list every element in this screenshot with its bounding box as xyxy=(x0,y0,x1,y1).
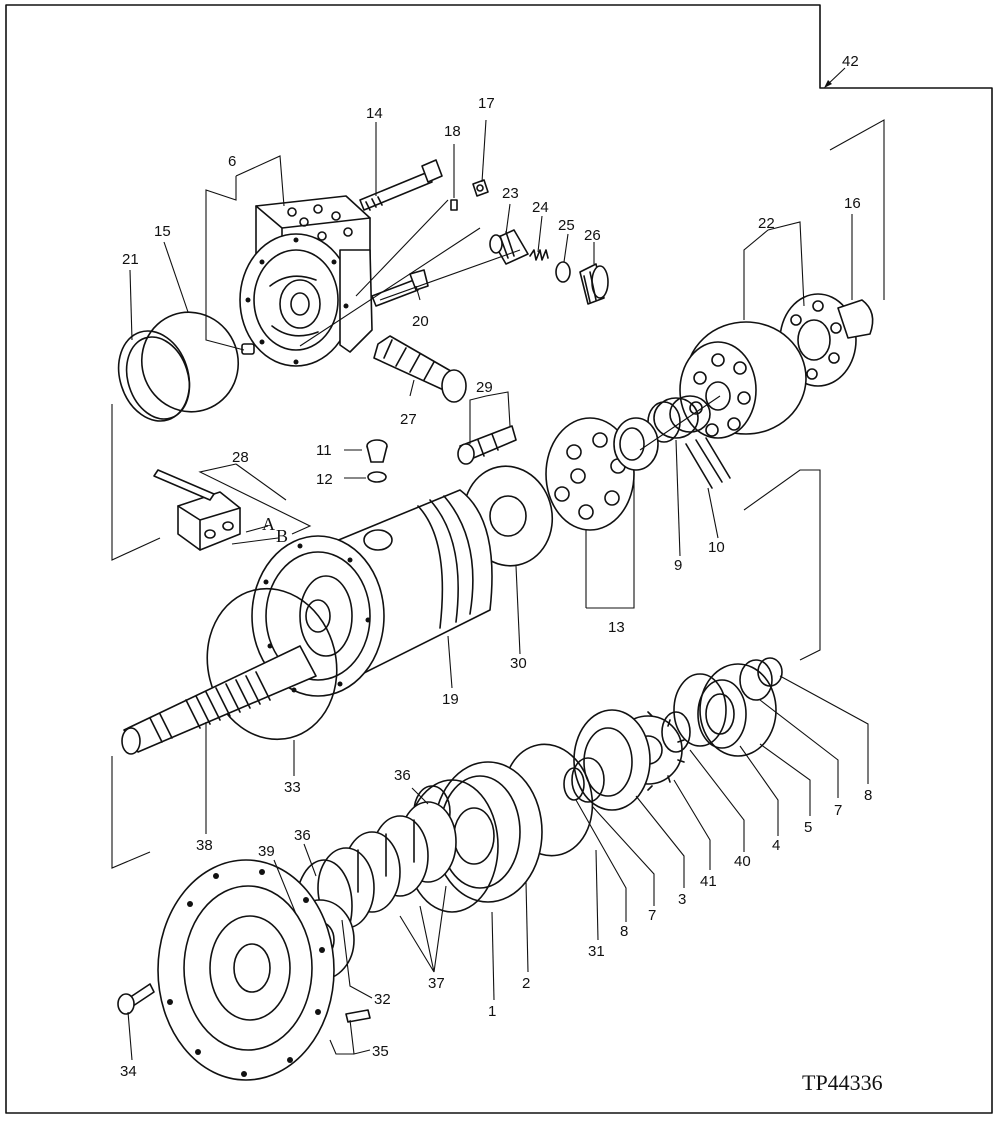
snap-ring-8b xyxy=(563,767,585,801)
spool-27 xyxy=(373,335,467,403)
callout-12: 12 xyxy=(316,471,333,488)
callout-10: 10 xyxy=(708,539,725,556)
callout-labels: 42 14 17 18 6 23 24 16 22 25 26 15 21 20… xyxy=(120,53,872,1080)
callout-32: 32 xyxy=(374,991,391,1008)
ring-40 xyxy=(661,711,691,753)
callout-2: 2 xyxy=(522,975,530,992)
callout-7a: 7 xyxy=(834,802,842,819)
leader-lines xyxy=(127,119,869,1061)
callout-19: 19 xyxy=(442,691,459,708)
port-label-b: B xyxy=(276,526,288,546)
plug-17 xyxy=(472,179,489,197)
callout-30: 30 xyxy=(510,655,527,672)
callout-34: 34 xyxy=(120,1063,137,1080)
callout-36a: 36 xyxy=(394,767,411,784)
callout-39: 39 xyxy=(258,843,275,860)
spacer-7 xyxy=(739,659,773,701)
seal-15 xyxy=(140,311,240,413)
drive-shaft-38 xyxy=(121,645,317,755)
housing-flange-32 xyxy=(157,859,335,1081)
ring-7 xyxy=(571,757,605,803)
callout-22: 22 xyxy=(758,215,775,232)
assembly-line-axis xyxy=(299,199,721,451)
pins-10 xyxy=(685,437,731,489)
bolt-20 xyxy=(371,269,429,307)
pin-35 xyxy=(345,1009,371,1023)
plug-26 xyxy=(579,263,609,305)
callout-29: 29 xyxy=(476,379,493,396)
retainer-13 xyxy=(545,417,635,531)
bolt-14 xyxy=(359,159,443,211)
dowel-pin xyxy=(241,343,255,355)
bolt-34 xyxy=(117,983,155,1015)
o-ring-33 xyxy=(206,587,338,741)
callout-23: 23 xyxy=(502,185,519,202)
callout-7b: 7 xyxy=(648,907,656,924)
ref-42-arrowhead xyxy=(824,80,832,88)
callout-40: 40 xyxy=(734,853,751,870)
callout-33: 33 xyxy=(284,779,301,796)
callout-5: 5 xyxy=(804,819,812,836)
check-valve-29 xyxy=(457,425,517,465)
callout-35: 35 xyxy=(372,1043,389,1060)
callout-16: 16 xyxy=(844,195,861,212)
callout-3: 3 xyxy=(678,891,686,908)
port-block-28 xyxy=(153,469,241,551)
snap-ring-8 xyxy=(757,657,783,687)
callout-8b: 8 xyxy=(620,923,628,940)
callout-17: 17 xyxy=(478,95,495,112)
spline-hub xyxy=(613,417,659,471)
callout-20: 20 xyxy=(412,313,429,330)
assembly-line-right xyxy=(743,119,885,661)
bearing-4 xyxy=(697,663,777,757)
figure-id: TP44336 xyxy=(802,1070,883,1095)
callout-28: 28 xyxy=(232,449,249,466)
o-ring-25 xyxy=(555,261,571,283)
spring-9 xyxy=(647,395,711,443)
callout-6: 6 xyxy=(228,153,236,170)
callout-38: 38 xyxy=(196,837,213,854)
plug-11 xyxy=(366,439,388,463)
callout-25: 25 xyxy=(558,217,575,234)
callout-21: 21 xyxy=(122,251,139,268)
callout-27: 27 xyxy=(400,411,417,428)
callout-18: 18 xyxy=(444,123,461,140)
cylinder-block-22 xyxy=(679,321,807,439)
ring-5 xyxy=(673,673,727,747)
washer-12 xyxy=(367,471,387,483)
callout-31: 31 xyxy=(588,943,605,960)
valve-plunger-23 xyxy=(489,229,529,265)
callout-26: 26 xyxy=(584,227,601,244)
callout-14: 14 xyxy=(366,105,383,122)
callout-42: 42 xyxy=(842,53,859,70)
spring-24 xyxy=(529,249,549,261)
valve-housing xyxy=(239,195,373,367)
callout-9: 9 xyxy=(674,557,682,574)
assembly-line-left xyxy=(111,404,161,869)
pin-18 xyxy=(450,199,458,211)
callout-4: 4 xyxy=(772,837,780,854)
callout-1: 1 xyxy=(488,1003,496,1020)
callout-15: 15 xyxy=(154,223,171,240)
callout-41: 41 xyxy=(700,873,717,890)
port-arrow-a xyxy=(231,525,279,545)
callout-24: 24 xyxy=(532,199,549,216)
callout-36b: 36 xyxy=(294,827,311,844)
callout-37: 37 xyxy=(428,975,445,992)
callout-13: 13 xyxy=(608,619,625,636)
callout-11: 11 xyxy=(316,442,332,459)
callout-8a: 8 xyxy=(864,787,872,804)
ring-21 xyxy=(117,330,191,422)
port-label-a: A xyxy=(262,514,275,534)
page-border xyxy=(5,4,993,1114)
